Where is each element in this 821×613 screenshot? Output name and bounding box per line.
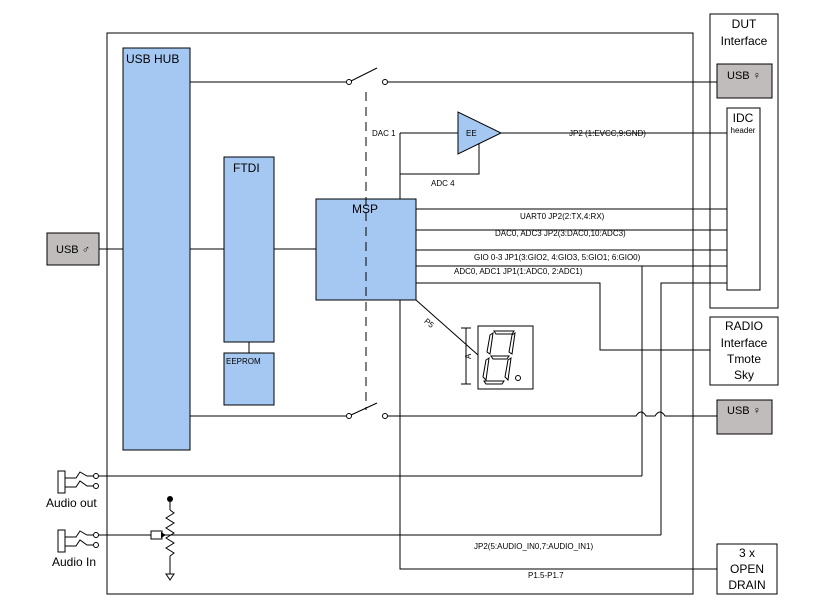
radio-line2: Interface <box>721 336 768 350</box>
usb-bottom-right-label: USB ♀ <box>727 405 761 417</box>
audio-out-return <box>641 265 727 476</box>
audio-in-label: Audio In <box>52 555 96 569</box>
adc4-label: ADC 4 <box>431 179 455 188</box>
ground-symbol <box>165 573 175 581</box>
dac-adc-label: DAC0, ADC3 JP2(3:DAC0,10:ADC3) <box>495 229 626 238</box>
audio-in-jack-contact-top <box>65 530 93 538</box>
bottom-switch-contact-b <box>382 413 388 419</box>
audio-in-terminal-bottom <box>93 542 99 548</box>
coupling-capacitor <box>150 530 163 540</box>
audio-in0-return <box>660 282 727 535</box>
adc01-label: ADC0, ADC1 JP1(1:ADC0, 2:ADC1) <box>454 267 583 276</box>
seg-dp <box>515 375 521 381</box>
open-drain-line1: 3 x <box>739 546 755 560</box>
seg-a <box>493 330 515 335</box>
seg-g <box>490 355 510 360</box>
audio-out-jack-contact-top <box>65 471 93 479</box>
open-drain-line2: OPEN <box>730 562 764 576</box>
seg-c <box>504 356 512 382</box>
audio-in-jack-body <box>57 529 66 553</box>
top-switch-contact-b <box>382 79 388 85</box>
audio-in-jp-label: JP2(5:AUDIO_IN0,7:AUDIO_IN1) <box>474 542 593 551</box>
idc-title: IDC <box>733 111 754 125</box>
usb-hub-block <box>122 47 191 451</box>
usb-hub-label: USB HUB <box>126 52 179 66</box>
jp2-power-label: JP2 (1:EVCC,9:GND) <box>569 129 646 138</box>
pot-resistor <box>165 509 175 557</box>
ee-label: EE <box>466 129 477 138</box>
radio-line3: Tmote <box>727 352 761 366</box>
audio-out-jack-contact-bottom <box>65 480 93 488</box>
uart-label: UART0 JP2(2:TX,4:RX) <box>520 212 605 221</box>
ftdi-block <box>223 156 275 343</box>
p15-p17-label: P1.5-P1.7 <box>528 571 564 580</box>
usb-left-label: USB ♂ <box>56 244 90 256</box>
bottom-switch-contact-a <box>346 413 352 419</box>
bottom-switch-blade <box>350 402 378 416</box>
idc-header-box <box>726 107 761 291</box>
audio-out-jack-body <box>57 470 66 494</box>
adc4-wire <box>399 143 480 199</box>
usb-top-right-connector <box>716 63 773 99</box>
msp-label: MSP <box>352 202 378 216</box>
usb-top-right-label: USB ♀ <box>727 70 761 82</box>
radio-line1: RADIO <box>725 319 763 333</box>
top-switch-blade <box>350 67 378 82</box>
board-outline <box>106 32 694 595</box>
audio-in-jack-contact-bottom <box>65 539 93 547</box>
radio-line4: Sky <box>734 368 754 382</box>
top-switch-contact-a <box>346 79 352 85</box>
p5-label: P5 <box>422 317 436 331</box>
audio-in-terminal-top <box>93 532 99 538</box>
open-drain-line3: DRAIN <box>728 578 765 592</box>
eeprom-block <box>223 352 275 406</box>
open-drain-panel <box>716 543 778 595</box>
audio-out-terminal-bottom <box>93 483 99 489</box>
p15-p17-wire <box>399 300 717 570</box>
dut-title-line2: Interface <box>721 34 768 48</box>
p5-wire <box>415 299 479 356</box>
seg-d <box>483 380 505 385</box>
seg-dim-label: A <box>464 353 473 359</box>
audio-out-terminal-top <box>93 473 99 479</box>
usb-left-connector <box>46 232 100 266</box>
dut-title-line1: DUT <box>732 17 757 31</box>
dac1-label: DAC 1 <box>372 129 396 138</box>
usb-bottom-right-connector <box>716 399 773 435</box>
bottom-switch-usb-wire <box>388 411 717 417</box>
audio-out-label: Audio out <box>46 496 97 510</box>
idc-subtitle: header <box>731 126 756 135</box>
pot-wiper-arrow <box>161 532 166 538</box>
radio-interface-panel <box>709 316 779 386</box>
eeprom-label: EEPROM <box>226 357 261 366</box>
seg-e <box>482 356 490 382</box>
seg-b <box>508 331 516 355</box>
ftdi-label: FTDI <box>233 161 260 175</box>
seg-f <box>486 331 494 355</box>
gio-label: GIO 0-3 JP1(3:GIO2, 4:GIO3, 5:GIO1; 6:GI… <box>474 253 641 262</box>
adc01-wire-to-radio <box>416 282 710 351</box>
